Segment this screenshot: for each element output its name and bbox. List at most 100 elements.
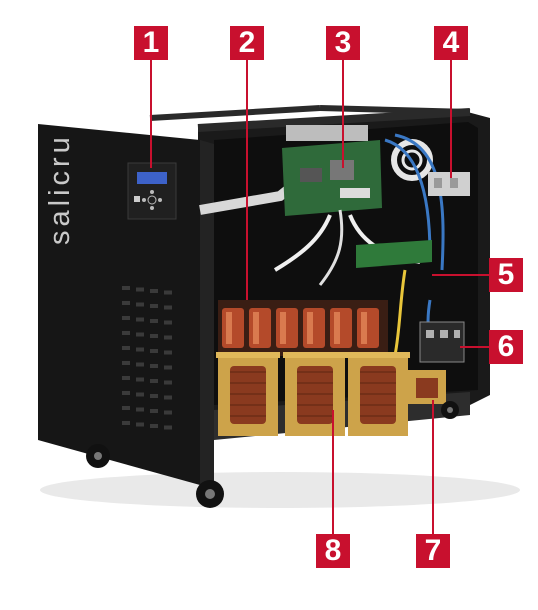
- vent-slot: [164, 305, 172, 310]
- caster-wheel: [86, 444, 110, 468]
- coiled-cable-inner: [401, 149, 423, 171]
- brand-lettering: salicru: [44, 133, 76, 245]
- vent-slot: [150, 424, 158, 428]
- keypad-button: [150, 190, 154, 194]
- variac-roller-highlight: [307, 312, 313, 344]
- ventilation-slots: [122, 286, 172, 430]
- variac-roller-highlight: [280, 312, 286, 344]
- keypad-button: [142, 198, 146, 202]
- vent-slot: [164, 365, 172, 370]
- vent-slot: [150, 334, 158, 338]
- transformer-winding: [297, 366, 333, 424]
- vent-slot: [136, 317, 144, 322]
- vent-slot: [136, 332, 144, 337]
- vent-slot: [136, 287, 144, 292]
- white-wiring: [273, 214, 332, 272]
- variac-roller: [222, 308, 244, 348]
- output-terminals: [419, 321, 465, 363]
- vent-slot: [122, 316, 130, 320]
- variac-roller-highlight: [226, 312, 232, 344]
- vent-slot: [122, 421, 130, 425]
- vent-slot: [122, 361, 130, 365]
- left-panel-edge: [200, 140, 214, 487]
- pcb-component: [340, 188, 370, 198]
- keypad-button: [147, 195, 157, 205]
- vent-slot: [122, 286, 130, 290]
- lcd-screen: [137, 172, 167, 184]
- vent-slot: [150, 379, 158, 383]
- vent-slot: [136, 362, 144, 367]
- yellow-wiring: [393, 269, 407, 356]
- vent-slot: [136, 422, 144, 427]
- transformer-clamp: [216, 352, 280, 358]
- pcb-component: [330, 160, 354, 180]
- blue-wiring: [384, 138, 432, 256]
- variac-roller: [276, 308, 298, 348]
- vent-slot: [164, 335, 172, 340]
- terminal-screw: [450, 178, 458, 188]
- callout-badge-8: 8: [316, 534, 350, 568]
- transformer-clamp: [283, 352, 347, 358]
- vent-slot: [164, 320, 172, 325]
- vent-slot: [164, 290, 172, 295]
- vent-slot: [150, 349, 158, 353]
- terminal-screw: [434, 178, 442, 188]
- vent-slot: [136, 347, 144, 352]
- vent-slot: [150, 409, 158, 413]
- variac-roller: [357, 308, 379, 348]
- pcb-component: [300, 168, 322, 182]
- vent-slot: [164, 425, 172, 430]
- top-rail-crossbar: [319, 105, 471, 115]
- top-rail-front: [197, 108, 471, 132]
- caster-wheel: [196, 480, 224, 508]
- top-rail-back: [149, 105, 321, 121]
- variac-roller-highlight: [334, 312, 340, 344]
- vent-slot: [164, 380, 172, 385]
- floor-shadow: [40, 472, 520, 508]
- terminal-screw: [426, 330, 434, 338]
- callout-badge-3: 3: [326, 26, 360, 60]
- terminal-screw: [454, 330, 460, 338]
- callout-badge-4: 4: [434, 26, 468, 60]
- panel-logo: [134, 196, 140, 202]
- transformer-winding: [230, 366, 266, 424]
- auxiliary-transformer-winding: [416, 378, 438, 398]
- keypad-button: [158, 198, 162, 202]
- keypad-button: [150, 206, 154, 210]
- relay-board: [356, 240, 432, 268]
- vent-slot: [122, 391, 130, 395]
- vent-slot: [164, 395, 172, 400]
- callout-badge-7: 7: [416, 534, 450, 568]
- vent-slot: [150, 364, 158, 368]
- transformer-winding: [360, 366, 396, 424]
- vent-slot: [136, 407, 144, 412]
- vent-slot: [164, 350, 172, 355]
- vent-slot: [136, 302, 144, 307]
- vent-slot: [136, 377, 144, 382]
- callout-badge-5: 5: [489, 258, 523, 292]
- pcb-bracket: [286, 125, 368, 141]
- callout-badge-2: 2: [230, 26, 264, 60]
- callout-badge-1: 1: [134, 26, 168, 60]
- variac-roller-highlight: [361, 312, 367, 344]
- vent-slot: [150, 289, 158, 293]
- white-wiring: [318, 209, 344, 286]
- vent-slot: [150, 394, 158, 398]
- vent-slot: [150, 319, 158, 323]
- transformers: [216, 352, 410, 436]
- vent-slot: [122, 331, 130, 335]
- vent-slot: [164, 410, 172, 415]
- variac-rollers: [222, 308, 379, 348]
- vent-slot: [122, 406, 130, 410]
- vent-slot: [136, 392, 144, 397]
- vent-slot: [122, 346, 130, 350]
- vent-slot: [122, 301, 130, 305]
- vent-slot: [150, 304, 158, 308]
- callout-badge-6: 6: [489, 330, 523, 364]
- caster-wheel: [441, 401, 459, 419]
- variac-roller: [303, 308, 325, 348]
- variac-roller: [330, 308, 352, 348]
- terminal-screw: [440, 330, 448, 338]
- vent-slot: [122, 376, 130, 380]
